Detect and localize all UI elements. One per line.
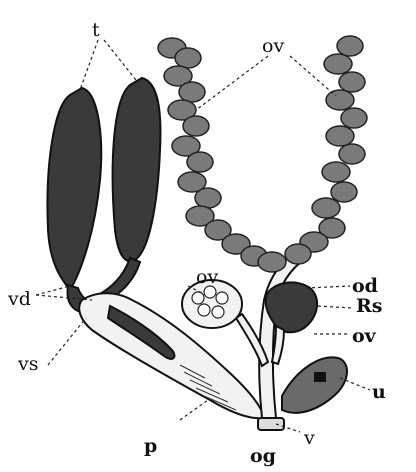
label-ov-mid: ov bbox=[196, 266, 218, 288]
label-u: u bbox=[372, 381, 386, 403]
testis-left bbox=[47, 88, 101, 290]
label-og: og bbox=[250, 445, 276, 467]
label-p: p bbox=[144, 435, 157, 457]
label-rs: Rs bbox=[356, 295, 383, 317]
label-ov-right: ov bbox=[352, 325, 377, 347]
label-od: od bbox=[352, 275, 378, 297]
label-vs: vs bbox=[17, 353, 38, 375]
label-t: t bbox=[92, 19, 100, 41]
label-v: v bbox=[303, 427, 315, 449]
uterus-spot bbox=[314, 372, 326, 382]
label-ov-top: ov bbox=[262, 35, 284, 57]
uterus bbox=[282, 357, 347, 412]
ovary-lobes bbox=[158, 36, 367, 272]
label-vd: vd bbox=[7, 288, 31, 310]
genital-opening bbox=[258, 418, 284, 430]
testis-right bbox=[113, 78, 161, 261]
